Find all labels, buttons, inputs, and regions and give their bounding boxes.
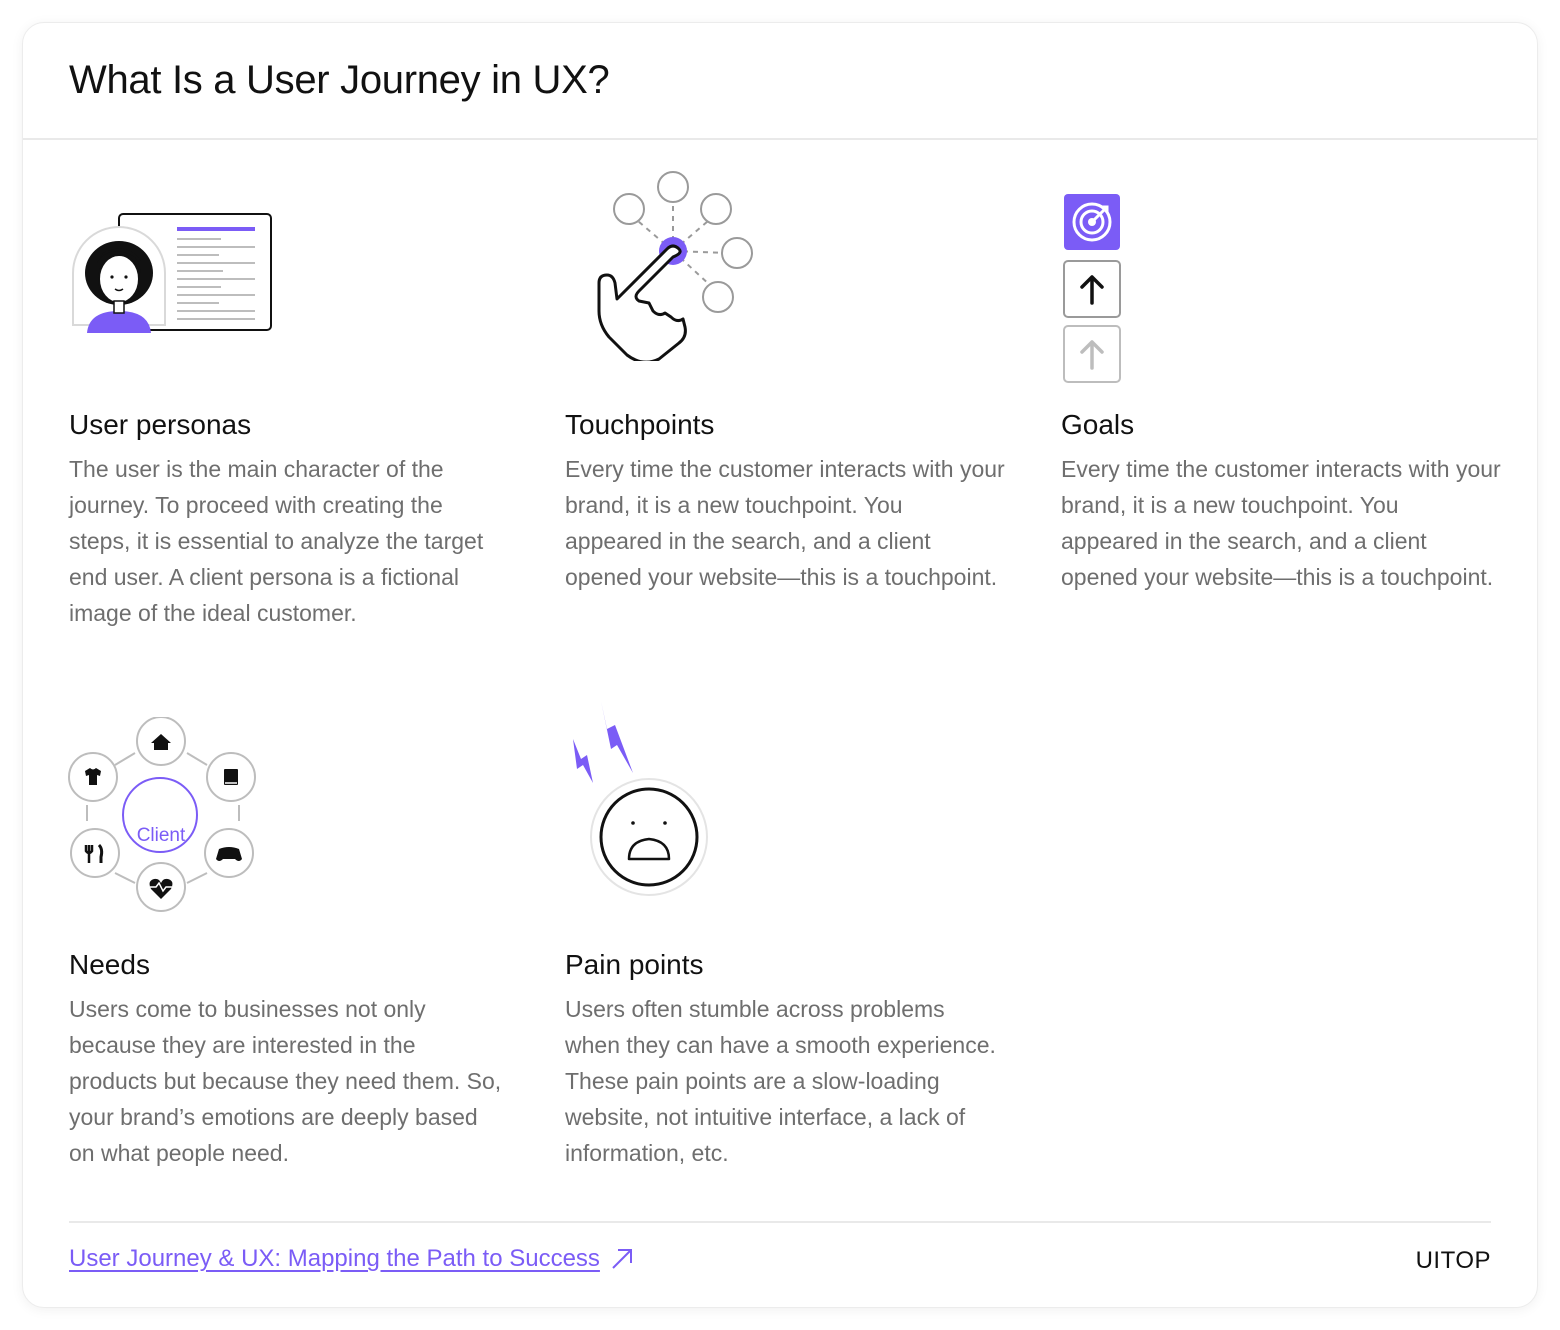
item-description: The user is the main character of the jo… xyxy=(69,456,484,626)
item-pain-points: Pain points Users often stumble across p… xyxy=(565,949,1005,1171)
item-description: Users often stumble across problems when… xyxy=(565,996,996,1166)
card-header: What Is a User Journey in UX? xyxy=(23,23,1537,140)
page-title: What Is a User Journey in UX? xyxy=(69,58,610,102)
item-title: Needs xyxy=(69,949,150,980)
footer-divider xyxy=(69,1221,1491,1223)
external-link-arrow-icon xyxy=(612,1249,632,1269)
item-description: Every time the customer interacts with y… xyxy=(565,456,1005,590)
source-link-text[interactable]: User Journey & UX: Mapping the Path to S… xyxy=(69,1245,600,1272)
item-description: Users come to businesses not only becaus… xyxy=(69,996,502,1166)
item-title: Goals xyxy=(1061,409,1135,440)
needs-diagram-illustration: Client xyxy=(67,716,257,918)
item-goals: Goals Every time the customer interacts … xyxy=(1061,409,1501,595)
target-arrows-illustration xyxy=(1063,193,1121,388)
needs-center-label: Client xyxy=(136,825,186,846)
item-needs: Needs Users come to businesses not only … xyxy=(69,949,509,1171)
persona-illustration xyxy=(69,213,273,338)
item-touchpoints: Touchpoints Every time the customer inte… xyxy=(565,409,1005,595)
item-title: Touchpoints xyxy=(565,409,715,440)
sad-face-illustration xyxy=(567,701,711,902)
item-title: Pain points xyxy=(565,949,704,980)
item-user-personas: User personas The user is the main chara… xyxy=(69,409,509,631)
item-description: Every time the customer interacts with y… xyxy=(1061,456,1501,590)
source-link[interactable]: User Journey & UX: Mapping the Path to S… xyxy=(69,1245,634,1273)
tapping-hand-illustration xyxy=(583,171,763,366)
article-card: What Is a User Journey in UX? Us xyxy=(22,22,1538,1308)
item-title: User personas xyxy=(69,409,252,440)
brand-name: UITOP xyxy=(1415,1247,1491,1274)
